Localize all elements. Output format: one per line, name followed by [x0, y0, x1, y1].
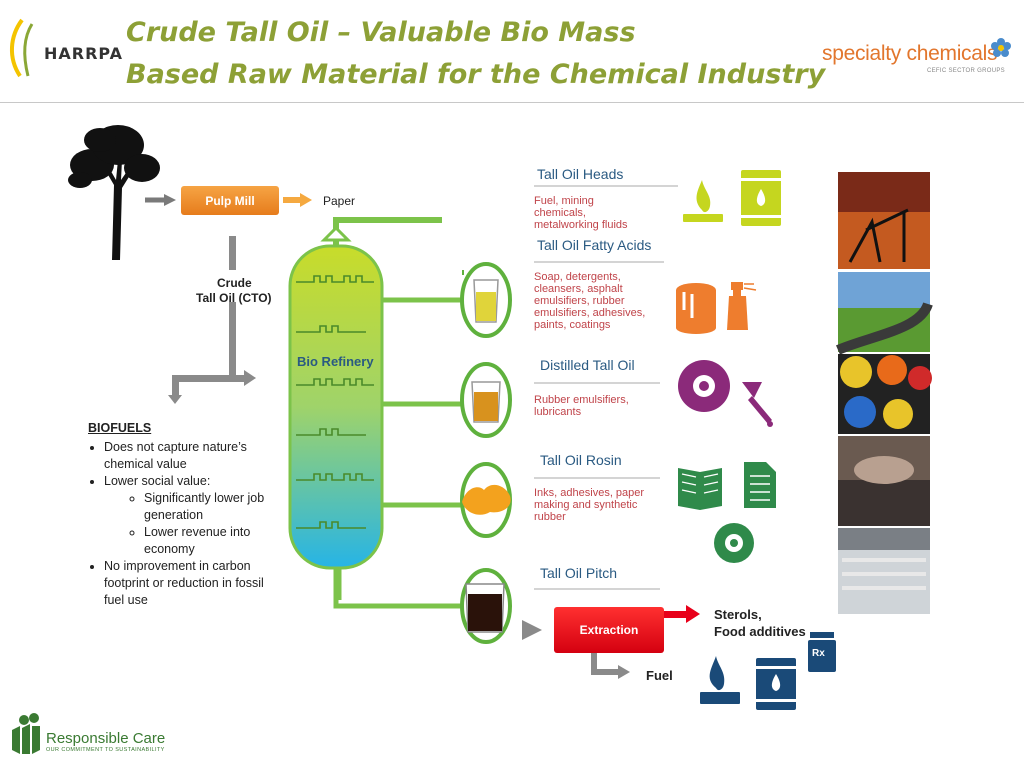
use-line: rubber — [534, 511, 566, 523]
product-tall-oil-rosin: Tall Oil Rosin — [540, 452, 622, 468]
title-line-2: Based Raw Material for the Chemical Indu… — [126, 59, 826, 90]
specialty-chemicals-logo: specialty chemicals — [822, 42, 998, 65]
product-tall-oil-heads: Tall Oil Heads — [537, 166, 624, 182]
biofuels-item: No improvement in carbon footprint or re… — [104, 558, 278, 609]
beaker-icon — [473, 279, 499, 323]
use-line: chemicals, — [534, 207, 586, 219]
extraction-box: Extraction — [554, 607, 664, 653]
spray-bottle-icon — [727, 282, 757, 330]
beaker-icon — [465, 583, 505, 633]
sterols-label-1: Sterols, — [714, 607, 762, 622]
product-distilled-tall-oil: Distilled Tall Oil — [540, 357, 635, 373]
use-line: cleansers, asphalt — [534, 283, 623, 295]
paper-label: Paper — [323, 194, 356, 208]
tree-icon — [68, 125, 160, 260]
use-line: lubricants — [534, 406, 582, 418]
page-title: Crude Tall Oil – Valuable Bio Mass Based… — [126, 12, 825, 96]
beaker-icon — [471, 381, 501, 423]
gear-wheel-icon — [714, 523, 754, 563]
biofuels-item-text: Lower social value: — [104, 474, 211, 488]
use-line: Rubber emulsifiers, — [534, 394, 629, 406]
product-tall-oil-pitch: Tall Oil Pitch — [540, 565, 618, 581]
biofuels-item: Does not capture nature’s chemical value — [104, 439, 278, 473]
tire-icon — [678, 360, 730, 412]
use-line: Soap, detergents, — [534, 271, 621, 283]
uses-heads: Fuel, mining chemicals, metalworking flu… — [534, 195, 628, 231]
responsible-care-subtitle: OUR COMMITMENT TO SUSTAINABILITY — [46, 747, 165, 753]
book-icon — [678, 468, 722, 510]
uses-fatty-acids: Soap, detergents, cleansers, asphalt emu… — [534, 271, 645, 331]
sterols-label-2: Food additives — [714, 624, 806, 639]
document-icon — [744, 462, 776, 508]
barrel-icon — [756, 658, 796, 710]
oil-pump-photo — [838, 172, 930, 269]
biofuels-subitem: Significantly lower job generation — [144, 490, 278, 524]
flame-icon — [700, 656, 740, 704]
oil-funnel-icon — [742, 382, 773, 427]
use-line: making and synthetic — [534, 499, 638, 511]
title-line-1: Crude Tall Oil – Valuable Bio Mass — [126, 17, 636, 48]
use-line: paints, coatings — [534, 319, 611, 331]
bio-refinery-tank — [288, 244, 384, 570]
paint-cans-photo — [838, 354, 932, 434]
paper-mill-photo — [838, 528, 930, 614]
rx-label: Rx — [812, 648, 825, 659]
bio-refinery-label: Bio Refinery — [297, 354, 374, 369]
barrel-icon — [741, 170, 781, 226]
product-tall-oil-fatty-acids: Tall Oil Fatty Acids — [537, 237, 652, 253]
biofuels-panel: BIOFUELS Does not capture nature’s chemi… — [88, 420, 278, 609]
specialty-chemicals-subtitle: CEFIC SECTOR GROUPS — [927, 68, 1005, 74]
crude-tall-oil-label-2: Tall Oil (CTO) — [196, 291, 272, 305]
paint-can-icon — [676, 283, 716, 334]
responsible-care-logo — [12, 713, 40, 754]
rosin-icon — [462, 484, 511, 515]
use-line: emulsifiers, adhesives, — [534, 307, 646, 319]
tire-factory-photo — [838, 436, 930, 526]
harrpa-logo-text: HARRPA — [44, 44, 124, 63]
use-line: Inks, adhesives, paper — [534, 487, 645, 499]
crude-tall-oil-label-1: Crude — [217, 276, 252, 290]
fuel-label: Fuel — [646, 668, 673, 683]
responsible-care-text: Responsible Care — [46, 730, 166, 747]
biofuels-subitem: Lower revenue into economy — [144, 524, 278, 558]
header-divider — [0, 102, 1024, 103]
specialty-chemicals-flower-icon — [991, 38, 1011, 57]
harrpa-logo — [10, 18, 34, 78]
biofuels-item: Lower social value: Significantly lower … — [104, 473, 278, 558]
use-line: metalworking fluids — [534, 219, 628, 231]
uses-rosin: Inks, adhesives, paper making and synthe… — [534, 487, 644, 523]
biofuels-heading: BIOFUELS — [88, 421, 152, 435]
pulp-mill-box: Pulp Mill — [181, 186, 279, 215]
road-photo — [835, 272, 933, 355]
uses-distilled: Rubber emulsifiers, lubricants — [534, 394, 629, 418]
use-line: emulsifiers, rubber — [534, 295, 625, 307]
use-line: Fuel, mining — [534, 195, 594, 207]
pharmacy-jar-icon — [808, 632, 836, 672]
flame-icon — [683, 180, 723, 222]
